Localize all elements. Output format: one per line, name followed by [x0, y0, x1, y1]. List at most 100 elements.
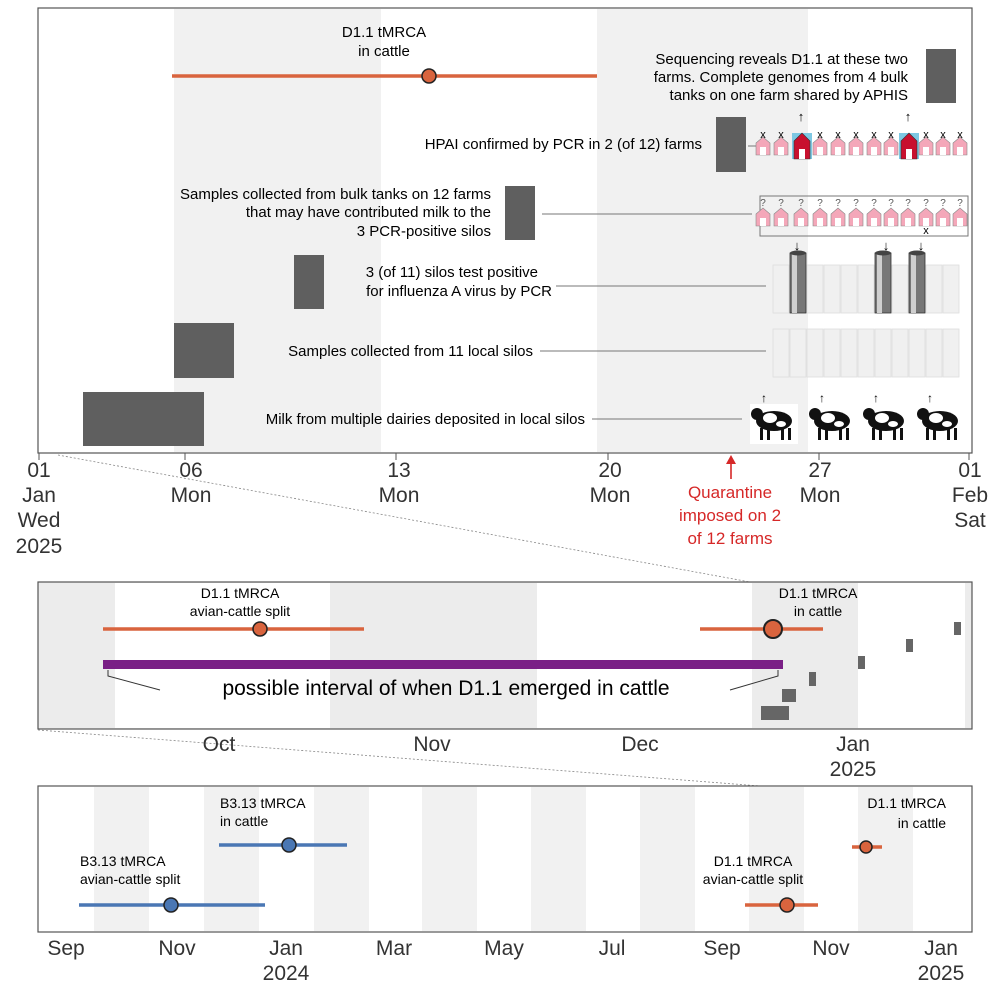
top-axis: 01 Jan Wed 2025 06 Mon 13 Mon 20 Mon 27 … [16, 453, 988, 558]
axis-tick-label: Mon [171, 484, 212, 507]
silo-icon [840, 328, 858, 378]
b313-cattle-label: in cattle [220, 813, 268, 829]
positive-silo-icon [908, 250, 926, 314]
mini-event-bar [906, 639, 913, 652]
silo-icon [806, 264, 824, 314]
event-label: for influenza A virus by PCR [366, 283, 552, 300]
event-bar-milk-deposited [83, 392, 204, 446]
question-mark: ? [835, 198, 841, 209]
cow-icon [750, 404, 798, 444]
axis-tick-label: Jan [22, 484, 56, 507]
silo-icon [772, 264, 790, 314]
suspect-farm-row: ???????????? [755, 198, 968, 227]
positive-farm-icon [899, 132, 919, 160]
positive-silo-icon [789, 250, 807, 314]
farm-icon [883, 136, 899, 156]
silo-icon [857, 264, 875, 314]
question-mark: ? [905, 198, 911, 209]
question-mark: ? [957, 198, 963, 209]
month-band [858, 583, 965, 728]
question-mark: ? [940, 198, 946, 209]
farm-icon [918, 136, 934, 156]
b313-split-label: B3.13 tMRCA [80, 853, 166, 869]
middle-panel: D1.1 tMRCA avian-cattle split D1.1 tMRCA… [37, 581, 973, 730]
axis-tick-label: 06 [179, 459, 202, 482]
silo-icon [840, 264, 858, 314]
arrow-down-icon: ↓ [918, 238, 925, 253]
axis-tick-label: 20 [598, 459, 621, 482]
silo-icon [942, 328, 960, 378]
d11-cattle-point [763, 619, 783, 639]
question-mark: ? [888, 198, 894, 209]
axis-tick-label: Jan [924, 937, 958, 960]
axis-tick-label: 2024 [263, 962, 310, 985]
silo-icon [891, 264, 909, 314]
x-mark: x [853, 129, 859, 141]
farm-icon [952, 136, 968, 156]
b313-cattle-point [281, 837, 297, 853]
axis-tick-label: 01 [958, 459, 981, 482]
axis-tick-label: 2025 [830, 758, 877, 781]
event-label: farms. Complete genomes from 4 bulk [654, 69, 909, 86]
zoom-connector [37, 454, 761, 787]
event-bar-silo-positive [294, 255, 324, 309]
mini-event-bar [782, 689, 796, 702]
farm-icon [918, 207, 934, 227]
quarantine-label: Quarantine [688, 483, 772, 502]
farm-icon [812, 136, 828, 156]
x-mark: x [923, 225, 929, 237]
bottom-panel: B3.13 tMRCA avian-cattle split B3.13 tMR… [37, 785, 973, 933]
event-label: Sequencing reveals D1.1 at these two [655, 51, 908, 68]
emergence-interval-label: possible interval of when D1.1 emerged i… [222, 677, 669, 700]
axis-tick-label: 13 [387, 459, 410, 482]
week-band [597, 9, 808, 452]
silo-icon [925, 328, 943, 378]
d11-cattle-label: in cattle [794, 603, 842, 619]
question-mark: ? [853, 198, 859, 209]
tmrca-label: in cattle [358, 43, 410, 60]
question-mark: ? [778, 198, 784, 209]
mini-event-bar [954, 622, 961, 635]
d11-split-point [252, 621, 268, 637]
axis-tick-label: Oct [203, 733, 236, 756]
silo-row-tested [772, 250, 960, 314]
d11-cattle-point [859, 840, 873, 854]
event-label: that may have contributed milk to the [246, 204, 491, 221]
farm-icon [830, 207, 846, 227]
axis-tick-label: Jan [269, 937, 303, 960]
arrow-up-icon: ↑ [761, 391, 767, 405]
farm-icon [866, 207, 882, 227]
week-band [174, 9, 381, 452]
middle-axis: Oct Nov Dec Jan 2025 [203, 733, 877, 781]
arrow-down-icon: ↓ [794, 238, 801, 253]
b313-split-point [163, 897, 179, 913]
axis-tick-label: Jan [836, 733, 870, 756]
axis-tick-label: Sep [47, 937, 84, 960]
x-mark: x [888, 129, 894, 141]
d11-cattle-label: D1.1 tMRCA [867, 795, 946, 811]
x-mark: x [778, 129, 784, 141]
axis-tick-label: 27 [808, 459, 831, 482]
cow-icon [862, 404, 910, 444]
d11-split-label: D1.1 tMRCA [714, 853, 793, 869]
silo-icon [823, 328, 841, 378]
silo-icon [823, 264, 841, 314]
x-mark: x [760, 129, 766, 141]
silo-icon [806, 328, 824, 378]
farm-icon [773, 136, 789, 156]
axis-tick-label: 2025 [918, 962, 965, 985]
quarantine-label: imposed on 2 [679, 506, 781, 525]
event-bar-sequencing [926, 49, 956, 103]
farm-icon [952, 207, 968, 227]
d11-split-label: avian-cattle split [190, 603, 290, 619]
farm-icon [848, 207, 864, 227]
event-bar-silo-samples [174, 323, 234, 378]
arrow-up-icon: ↑ [819, 391, 825, 405]
quarantine-arrow-head [726, 455, 736, 464]
cow-row: ↑↑↑↑ [750, 391, 964, 444]
silo-icon [874, 328, 892, 378]
axis-tick-label: Feb [952, 484, 988, 507]
arrow-up-icon: ↑ [873, 391, 879, 405]
event-label: Milk from multiple dairies deposited in … [266, 411, 585, 428]
